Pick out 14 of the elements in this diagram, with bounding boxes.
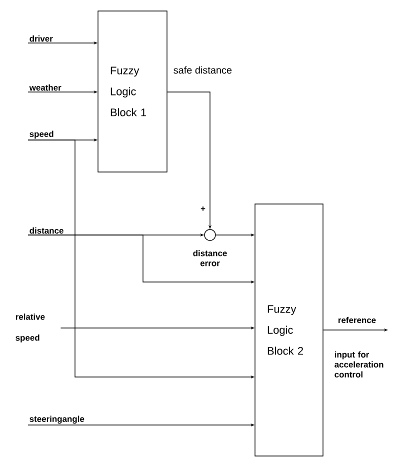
- output-note: input for acceleration control: [334, 351, 384, 378]
- plus-sign: +: [200, 206, 206, 211]
- signal-label: driver: [30, 35, 53, 42]
- signal-label: weather: [29, 84, 62, 91]
- edge-label: reference: [338, 316, 376, 324]
- signal-label: speed: [30, 130, 54, 139]
- fuzzy-logic-block: Fuzzy Logic Block 1: [98, 10, 168, 172]
- signal-label: relative speed: [16, 314, 45, 342]
- summing-junction: [204, 229, 216, 241]
- junction-caption: distance error: [193, 250, 227, 266]
- fuzzy-logic-block: Fuzzy Logic Block 2: [254, 204, 324, 456]
- signal-label: steeringangle: [30, 416, 84, 424]
- signal-label: distance: [30, 227, 64, 234]
- edge-label: safe distance: [174, 66, 232, 74]
